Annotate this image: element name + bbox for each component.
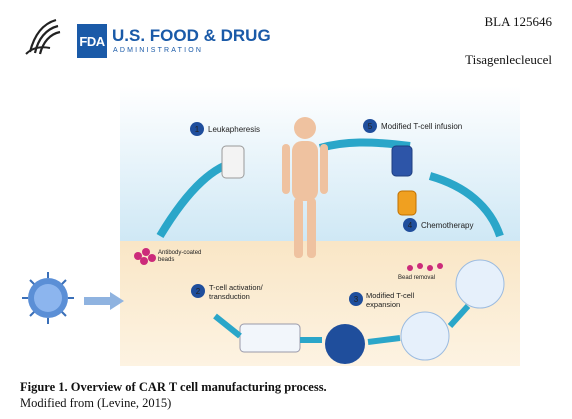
step-4: 4 Chemotherapy [403, 218, 473, 232]
svg-text:Leukapheresis: Leukapheresis [208, 125, 260, 134]
bla-number: BLA 125646 [484, 14, 552, 29]
svg-text:transduction: transduction [209, 292, 250, 301]
patient-figure [282, 117, 328, 258]
hhs-eagle-logo [25, 18, 61, 55]
svg-text:expansion: expansion [366, 300, 400, 309]
step-3: 3 Modified T-cell expansion [349, 291, 415, 309]
step-2: 2 T-cell activation/ transduction [191, 283, 264, 301]
figure-caption: Figure 1. Overview of CAR T cell manufac… [20, 380, 327, 394]
culture-flask [239, 323, 301, 353]
arrow-flask [213, 313, 242, 339]
step-5: 5 Modified T-cell infusion [363, 119, 462, 133]
step-1: 1 Leukapheresis [190, 122, 260, 136]
svg-text:Modified T-cell infusion: Modified T-cell infusion [381, 122, 462, 131]
product-name: Tisagenlecleucel [465, 52, 552, 67]
bead-removal-dots [407, 263, 443, 271]
svg-text:1: 1 [195, 125, 200, 134]
figure-source: Modified from (Levine, 2015) [20, 396, 172, 410]
car-t-manufacturing-figure: 1 Leukapheresis 5 Modified T-cell infusi… [120, 86, 520, 366]
fda-logo-mark: FDA [77, 24, 107, 58]
beads-label-2: beads [158, 257, 174, 263]
beads-label: Antibody-coated [158, 250, 201, 256]
expansion-cells-2 [400, 311, 450, 361]
svg-text:Modified T-cell: Modified T-cell [366, 291, 415, 300]
bead-removal-label: Bead removal [398, 275, 435, 281]
antibody-beads [134, 248, 156, 265]
virus-arrow [84, 292, 124, 310]
agency-name: U.S. FOOD & DRUG [112, 26, 271, 45]
svg-text:T-cell activation/: T-cell activation/ [209, 283, 264, 292]
svg-text:Chemotherapy: Chemotherapy [421, 221, 473, 230]
chemotherapy-bag [397, 190, 417, 216]
infusion-bag [391, 145, 413, 177]
svg-text:5: 5 [368, 122, 373, 131]
svg-text:2: 2 [196, 287, 201, 296]
arrow-expansion [367, 335, 401, 345]
svg-text:3: 3 [354, 295, 359, 304]
agency-subtitle: ADMINISTRATION [113, 47, 204, 54]
expansion-cells-1 [455, 259, 505, 309]
cycle-arrow-3 [428, 172, 504, 238]
arrow-expansion-2 [447, 303, 471, 329]
leukapheresis-bag [221, 145, 245, 179]
svg-text:4: 4 [408, 221, 413, 230]
virus-icon [22, 272, 74, 324]
transduced-cell [325, 324, 365, 364]
